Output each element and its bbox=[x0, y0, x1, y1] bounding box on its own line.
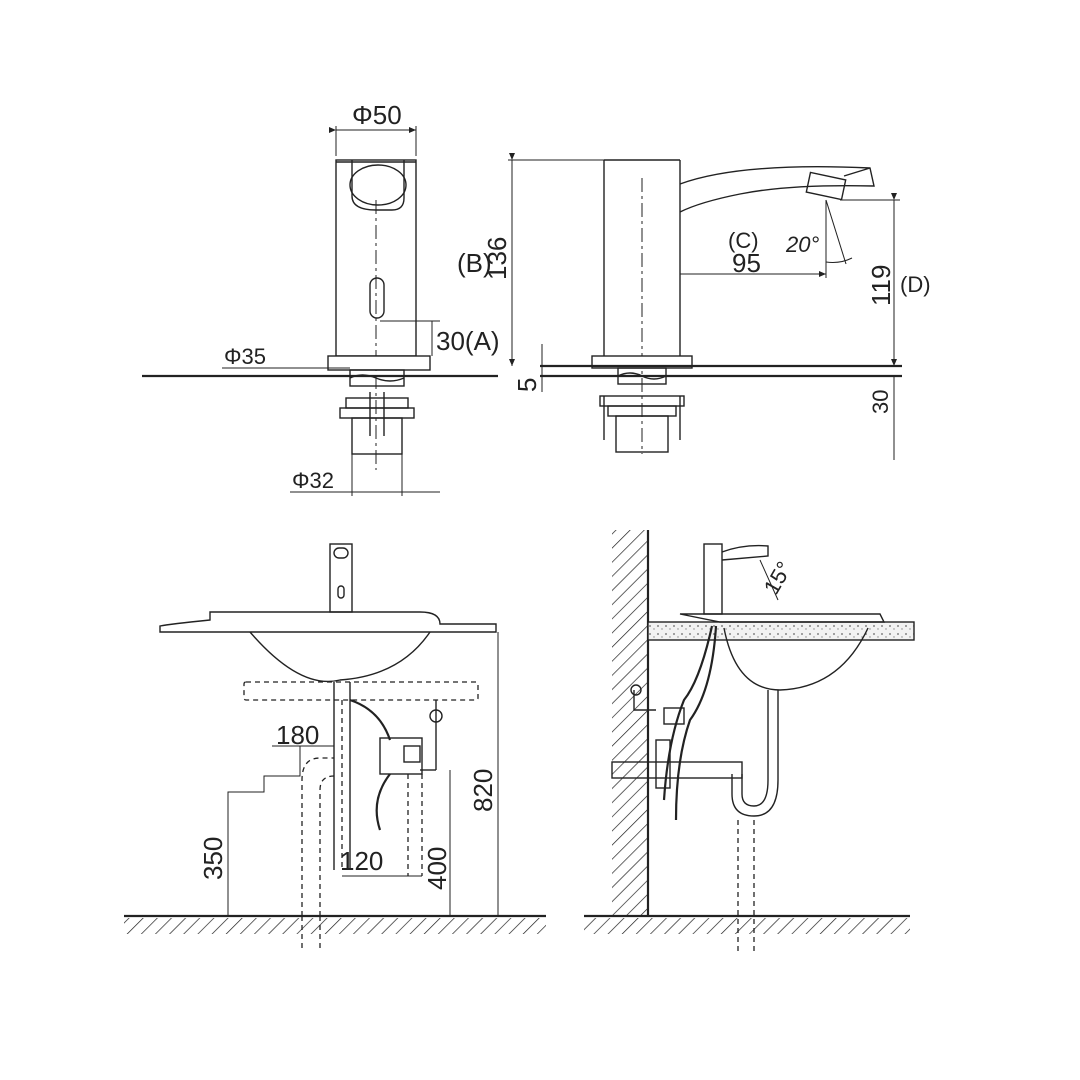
counter-30-label: 30 bbox=[868, 390, 893, 414]
dia-50-label: Φ50 bbox=[352, 100, 402, 130]
dim-400-label: 400 bbox=[422, 847, 452, 890]
dim-180-label: 180 bbox=[276, 720, 319, 750]
installation-side-view: 15° bbox=[584, 530, 915, 952]
reach-95-label: 95 bbox=[732, 248, 761, 278]
height-119-label: 119 bbox=[866, 265, 896, 306]
installation-front-view: 180 350 120 400 820 bbox=[124, 543, 546, 952]
dim-350-label: 350 bbox=[198, 837, 228, 880]
faucet-side-view: (B) 136 5 (C) 95 20° 119 (D) 30 bbox=[457, 153, 931, 460]
dia-32-label: Φ32 bbox=[292, 468, 334, 493]
height-136-label: 136 bbox=[482, 237, 512, 280]
sensor-height-label: 30(A) bbox=[436, 326, 500, 356]
angle-15-label: 15° bbox=[759, 557, 797, 598]
angle-20-label: 20° bbox=[785, 232, 819, 257]
dim-120-label: 120 bbox=[340, 846, 383, 876]
dia-35-label: Φ35 bbox=[224, 344, 266, 369]
base-5-label: 5 bbox=[512, 378, 542, 392]
label-b: (B) bbox=[457, 248, 492, 278]
faucet-front-view: Φ50 Φ35 30(A) Φ32 bbox=[142, 100, 500, 496]
dim-820-label: 820 bbox=[468, 769, 498, 812]
label-d: (D) bbox=[900, 272, 931, 297]
label-c: (C) bbox=[728, 228, 759, 253]
